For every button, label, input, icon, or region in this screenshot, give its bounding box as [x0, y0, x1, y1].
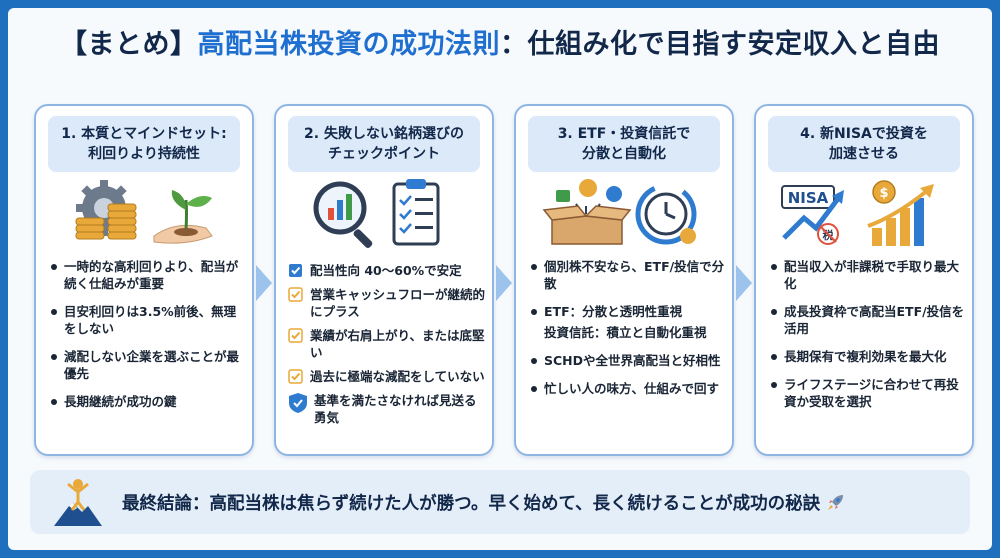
summit-person-icon: [54, 479, 102, 526]
list-item: 一時的な高利回りより、配当が続く仕組みが重要: [50, 258, 246, 292]
card-heading-line1: 1. 本質とマインドセット:: [61, 126, 227, 142]
card-icons: [313, 179, 440, 248]
check-item: 業績が右肩上がり、または底堅い: [288, 327, 488, 361]
list-item: ライフステージに合わせて再投資か受取を選択: [770, 376, 966, 410]
coin-stack-icon: [75, 203, 137, 240]
flow-arrow-icon: [736, 265, 752, 301]
card-heading-line1: 4. 新NISAで投資を: [800, 126, 928, 142]
page-title: 【まとめ】高配当株投資の成功法則：仕組み化で目指す安定収入と自由: [0, 22, 1000, 61]
shield-icon: [289, 393, 307, 413]
card-etf: 3. ETF・投資信託で 分散と自動化 個別株不安なら、ETF/投信で分散 ET…: [514, 104, 734, 456]
card-heading-line2: 分散と自動化: [582, 146, 666, 162]
checkbox-icon: [288, 328, 303, 343]
card-bullets: 個別株不安なら、ETF/投信で分散 ETF：分散と透明性重視 投資信託：積立と自…: [530, 258, 726, 408]
list-item: 長期継続が成功の鍵: [50, 393, 246, 410]
list-item: 成長投資枠で高配当ETF/投信を活用: [770, 303, 966, 337]
card-heading: 4. 新NISAで投資を 加速させる: [768, 116, 960, 172]
check-item: 営業キャッシュフローが継続的にプラス: [288, 286, 488, 320]
list-item: 長期保有で複利効果を最大化: [770, 348, 966, 365]
sprout-in-hand-icon: [153, 190, 213, 244]
card-heading-line1: 2. 失敗しない銘柄選びの: [304, 126, 464, 142]
check-item: 配当性向 40〜60%で安定: [288, 262, 488, 279]
list-item: 投資信託：積立と自動化重視: [544, 325, 707, 340]
shield-text: 基準を満たさなければ見送る勇気: [314, 393, 477, 425]
rocket-icon: [828, 495, 844, 510]
card-icons: [75, 180, 213, 244]
card-heading-line2: チェックポイント: [328, 146, 440, 162]
svg-text:$: $: [879, 186, 888, 201]
check-item-label: 業績が右肩上がり、または底堅い: [310, 328, 485, 360]
flow-arrow-icon: [256, 265, 272, 301]
card-heading-line2: 加速させる: [829, 146, 899, 162]
conclusion-bar: 最終結論：高配当株は焦らず続けた人が勝つ。早く始めて、長く続けることが成功の秘訣: [30, 470, 970, 534]
check-item-label: 過去に極端な減配をしていない: [310, 369, 485, 384]
list-item: SCHDや全世界高配当と好相性: [530, 352, 726, 369]
card-stock-selection: 2. 失敗しない銘柄選びの チェックポイント 配当性向 40〜60%で安定: [274, 104, 494, 456]
card-bullets: 一時的な高利回りより、配当が続く仕組みが重要 目安利回りは3.5%前後、無理をし…: [50, 258, 246, 421]
card-heading-line1: 3. ETF・投資信託で: [557, 126, 691, 142]
growth-bars-icon: $: [867, 180, 934, 246]
title-highlight: 高配当株投資の成功法則: [197, 29, 500, 60]
card-nisa: 4. 新NISAで投資を 加速させる NISA 税 $ 配当収入が非課税で手取り…: [754, 104, 974, 456]
card-heading: 2. 失敗しない銘柄選びの チェックポイント: [288, 116, 480, 172]
checkbox-icon: [288, 369, 303, 384]
check-list: 配当性向 40〜60%で安定 営業キャッシュフローが継続的にプラス 業績が右肩上…: [288, 262, 488, 433]
check-item-label: 営業キャッシュフローが継続的にプラス: [310, 287, 486, 319]
list-item: 減配しない企業を選ぶことが最優先: [50, 348, 246, 382]
card-heading-line2: 利回りより持続性: [88, 146, 200, 162]
conclusion-label: 最終結論：高配当株は焦らず続けた人が勝つ。早く始めて、長く続けることが成功の秘訣: [122, 494, 821, 514]
title-prefix: 【まとめ】: [60, 29, 198, 60]
card-icons: NISA 税 $: [781, 180, 934, 246]
card-mindset: 1. 本質とマインドセット: 利回りより持続性: [34, 104, 254, 456]
card-bullets: 配当収入が非課税で手取り最大化 成長投資枠で高配当ETF/投信を活用 長期保有で…: [770, 258, 966, 421]
card-heading: 3. ETF・投資信託で 分散と自動化: [528, 116, 720, 172]
card-icons: [542, 179, 697, 245]
check-item-label: 配当性向 40〜60%で安定: [310, 263, 462, 278]
checkbox-icon: [288, 287, 303, 302]
nisa-trend-icon: NISA 税: [781, 185, 844, 245]
check-item: 過去に極端な減配をしていない: [288, 368, 488, 385]
check-item: 基準を満たさなければ見送る勇気: [288, 392, 488, 426]
list-item: 忙しい人の味方、仕組みで回す: [530, 380, 726, 397]
clock-cycle-icon: [635, 183, 697, 245]
card-heading: 1. 本質とマインドセット: 利回りより持続性: [48, 116, 240, 172]
list-item: 個別株不安なら、ETF/投信で分散: [530, 258, 726, 292]
flow-arrow-icon: [496, 265, 512, 301]
title-suffix: ：仕組み化で目指す安定収入と自由: [500, 29, 940, 60]
clipboard-checklist-icon: [392, 179, 440, 246]
list-item: 配当収入が非課税で手取り最大化: [770, 258, 966, 292]
list-item: ETF：分散と透明性重視: [530, 303, 726, 320]
magnifier-chart-icon: [313, 181, 373, 248]
checkbox-icon: [289, 264, 302, 277]
list-item: 目安利回りは3.5%前後、無理をしない: [50, 303, 246, 337]
conclusion-text: 最終結論：高配当株は焦らず続けた人が勝つ。早く始めて、長く続けることが成功の秘訣: [122, 490, 846, 515]
nisa-label: NISA: [788, 189, 829, 207]
box-diversify-icon: [542, 179, 632, 245]
